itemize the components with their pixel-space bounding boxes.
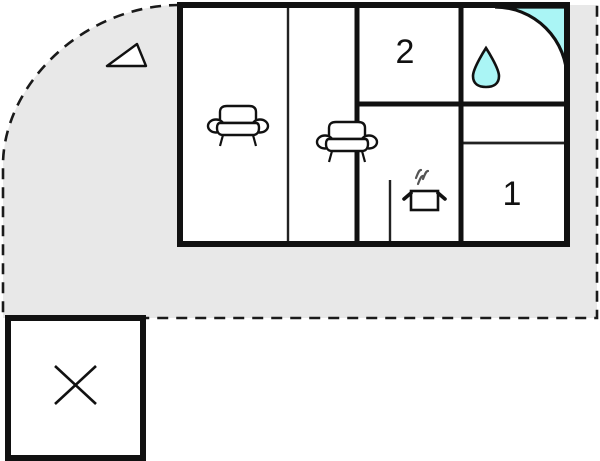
sofa-icon-lounge [315, 120, 379, 163]
terrace-dashed-outline [1, 3, 599, 320]
annex-outline [5, 315, 146, 461]
terrace-triangle-icon [105, 42, 148, 68]
annex-crossed-square [5, 315, 146, 461]
interior-thin-walls [286, 6, 566, 243]
room-number-1: 1 [503, 175, 522, 213]
crossed-square-icon-2 [54, 365, 97, 405]
water-drop-icon [471, 45, 501, 89]
building-outer-wall [177, 2, 570, 247]
stove-icon [402, 168, 447, 212]
sofa-icon-living [206, 104, 270, 147]
room-number-2: 2 [396, 33, 415, 71]
